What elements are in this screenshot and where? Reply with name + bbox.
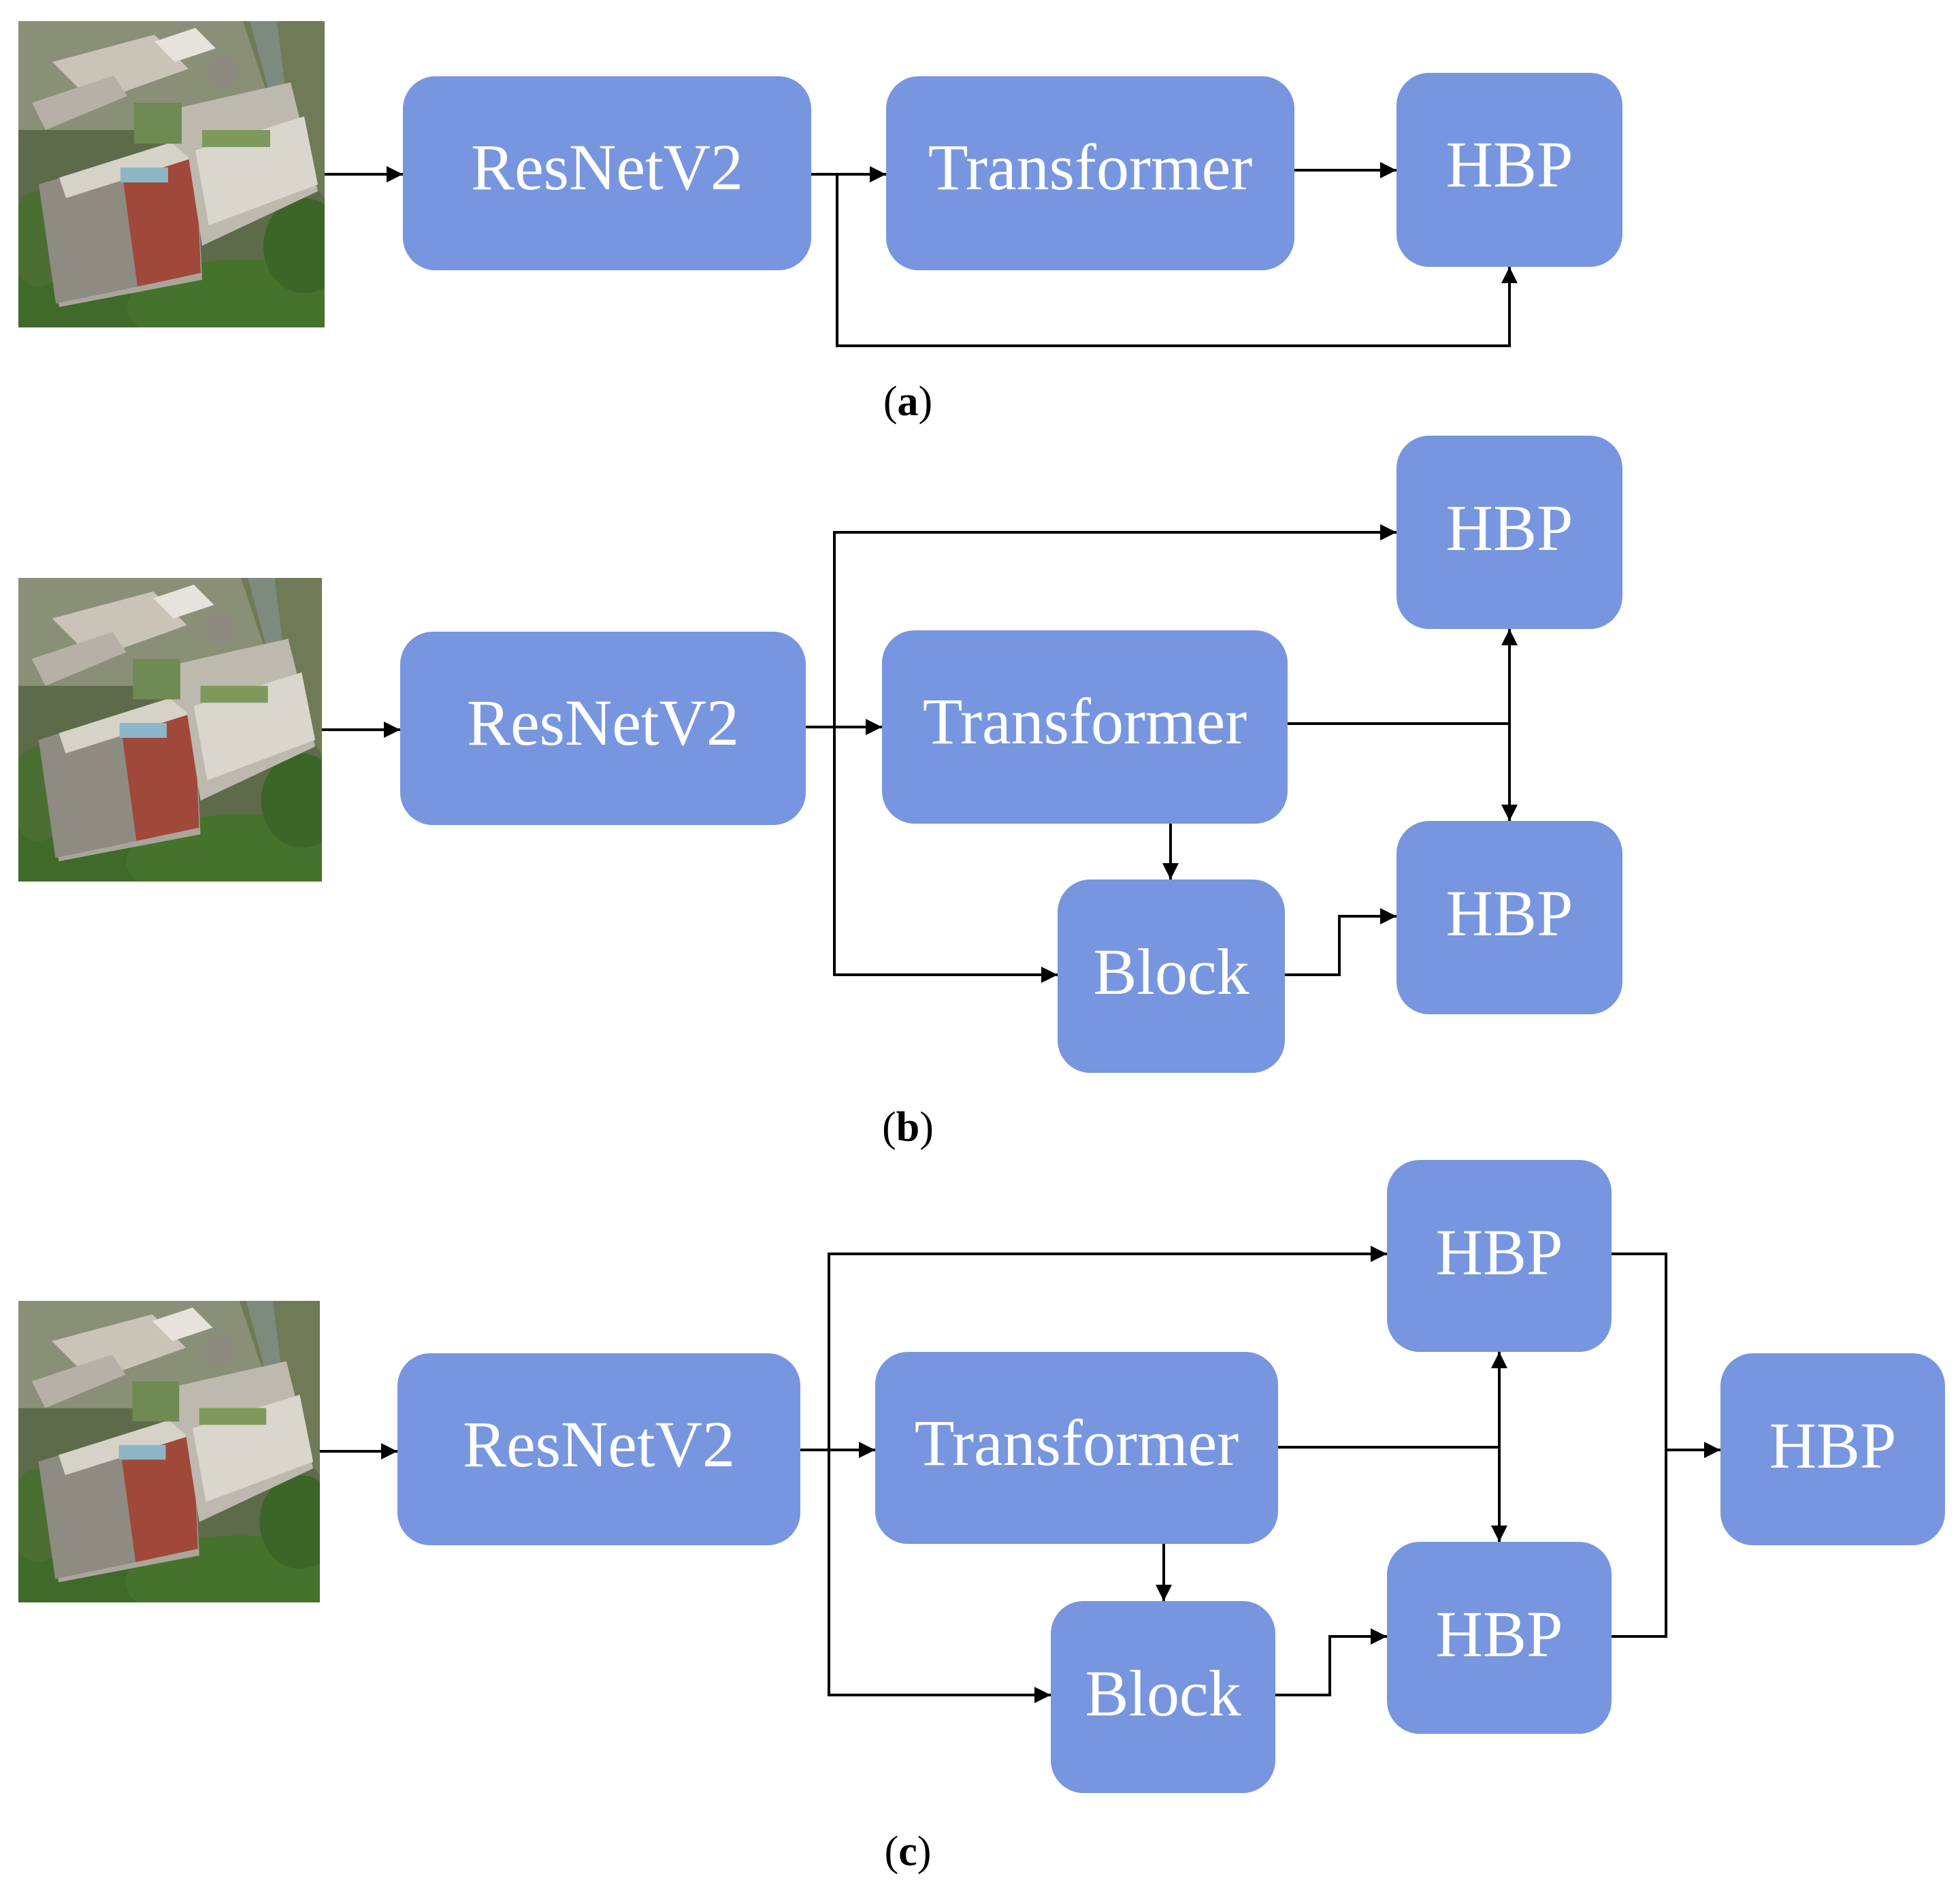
node-resnet-label: ResNetV2 bbox=[463, 1408, 735, 1481]
node-hbp-bottom: HBP bbox=[1387, 1542, 1612, 1734]
caption-b: (b) bbox=[882, 1104, 934, 1150]
node-resnet-label: ResNetV2 bbox=[467, 686, 739, 759]
node-block-label: Block bbox=[1085, 1657, 1241, 1730]
node-transformer: Transformer bbox=[882, 630, 1288, 824]
edge-resnet-block bbox=[828, 1450, 1051, 1703]
node-hbp-final: HBP bbox=[1720, 1353, 1945, 1545]
node-transformer-label: Transformer bbox=[928, 131, 1252, 204]
edge-block-hbp-bottom bbox=[1285, 908, 1396, 976]
node-resnet: ResNetV2 bbox=[400, 632, 806, 825]
caption-a: (a) bbox=[883, 378, 932, 425]
input-image bbox=[18, 578, 322, 882]
node-hbp-bottom-label: HBP bbox=[1446, 877, 1573, 950]
node-hbp: HBP bbox=[1396, 73, 1622, 267]
node-transformer-label: Transformer bbox=[923, 685, 1247, 758]
node-transformer-label: Transformer bbox=[915, 1406, 1239, 1479]
node-transformer: Transformer bbox=[875, 1352, 1278, 1544]
node-hbp-label: HBP bbox=[1446, 128, 1573, 201]
node-block-label: Block bbox=[1093, 935, 1249, 1008]
edge-resnet-hbp-top bbox=[828, 1246, 1387, 1450]
edge-resnet-hbp-top bbox=[833, 524, 1396, 727]
node-hbp-top: HBP bbox=[1396, 436, 1622, 629]
caption-c: (c) bbox=[885, 1828, 932, 1875]
node-transformer: Transformer bbox=[886, 76, 1294, 270]
edges bbox=[322, 524, 1518, 983]
node-hbp-top-label: HBP bbox=[1446, 491, 1573, 564]
node-resnet-label: ResNetV2 bbox=[471, 131, 743, 204]
edge-block-hbp-bottom bbox=[1275, 1628, 1387, 1696]
edge-hbp-merge bbox=[1612, 1253, 1667, 1638]
edge-resnet-hbp-skip bbox=[836, 174, 1518, 347]
node-block: Block bbox=[1051, 1601, 1275, 1793]
input-image bbox=[18, 21, 325, 327]
node-resnet: ResNetV2 bbox=[397, 1353, 800, 1545]
edges bbox=[325, 162, 1518, 347]
node-hbp-final-label: HBP bbox=[1769, 1409, 1897, 1482]
node-hbp-bottom-label: HBP bbox=[1436, 1598, 1563, 1670]
panel-c: ResNetV2 Transformer Block HBP HBP HBP bbox=[18, 1160, 1945, 1875]
node-hbp-top-label: HBP bbox=[1436, 1216, 1563, 1289]
input-image bbox=[18, 1301, 320, 1602]
node-hbp-bottom: HBP bbox=[1396, 821, 1622, 1014]
node-resnet: ResNetV2 bbox=[403, 76, 811, 270]
edge-resnet-block bbox=[833, 727, 1058, 983]
panel-a: ResNetV2 Transformer HBP (a) bbox=[18, 21, 1622, 425]
edges bbox=[320, 1246, 1720, 1703]
node-hbp-top: HBP bbox=[1387, 1160, 1612, 1352]
node-block: Block bbox=[1058, 879, 1285, 1073]
panel-b: ResNetV2 Transformer Block HBP HBP bbox=[18, 436, 1622, 1150]
